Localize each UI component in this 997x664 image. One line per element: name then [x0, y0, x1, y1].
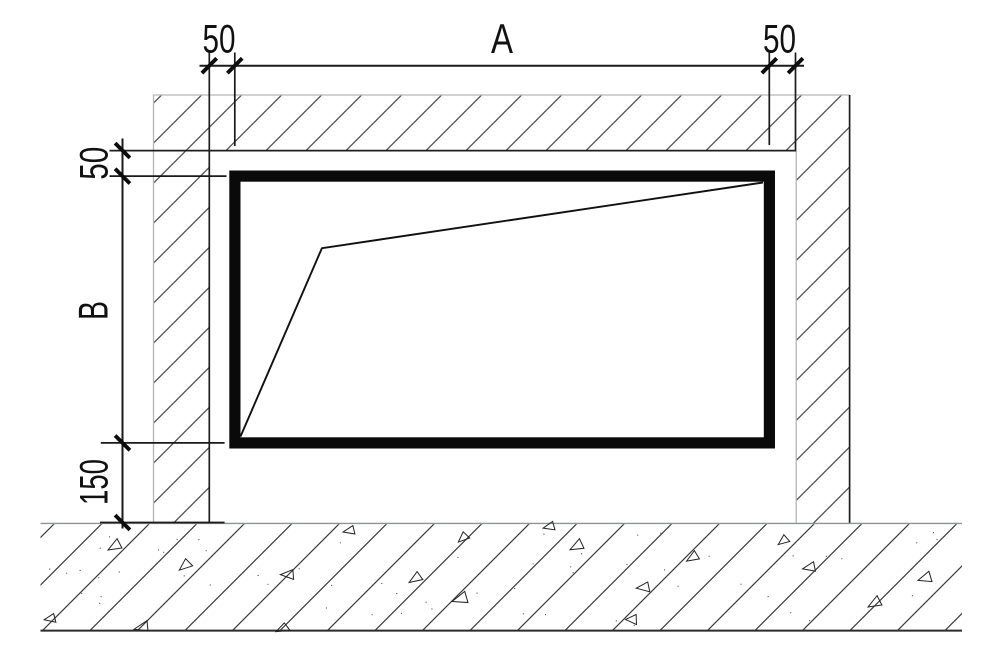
dim-label-top-span: A: [491, 15, 513, 62]
dimension-tick: [113, 167, 132, 185]
dim-label-top-right: 50: [763, 18, 796, 62]
dim-label-left-top: 50: [73, 147, 117, 180]
wall-hatch: [153, 95, 850, 523]
dimension-tick: [760, 56, 779, 75]
dimension-tick: [113, 141, 132, 160]
concrete-aggregate-dots: [49, 532, 938, 626]
wall-outline-outer: [152, 94, 850, 523]
dim-label-left-bottom: 150: [73, 459, 117, 505]
wall-section: [109, 52, 851, 523]
dimension-tick: [113, 513, 132, 532]
dimension-tick: [200, 56, 219, 75]
dimension-tick: [786, 56, 805, 75]
dimension-tick: [113, 434, 132, 452]
concrete-hatch: [40, 524, 962, 631]
dimension-top: 50 A 50: [199, 15, 805, 151]
ground-section: [40, 520, 962, 633]
dim-label-left-span: B: [70, 301, 117, 320]
door-leaf-line: [239, 181, 764, 437]
dimension-tick: [226, 56, 244, 75]
door-frame: [229, 170, 775, 449]
dimension-left: 50 B 150: [70, 138, 227, 532]
concrete-aggregate-triangles: [42, 520, 933, 633]
dim-label-top-left: 50: [203, 18, 236, 62]
